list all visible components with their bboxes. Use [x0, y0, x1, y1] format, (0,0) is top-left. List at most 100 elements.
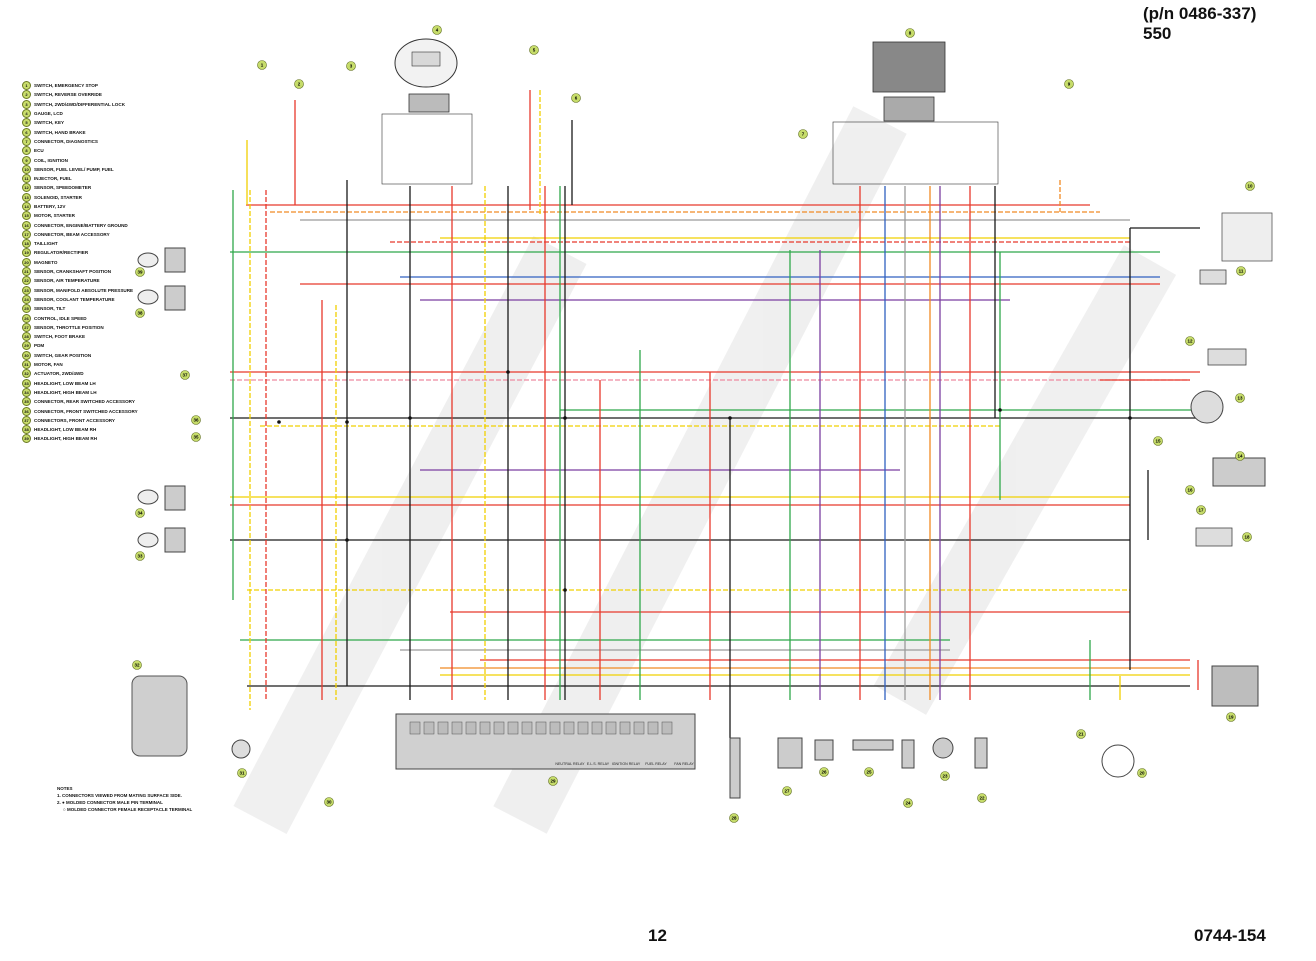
legend-number-badge: 25 [22, 304, 31, 314]
component-marker: 1 [257, 60, 267, 70]
pdm-terminal [647, 721, 659, 735]
legend-label: CONNECTORS, FRONT ACCESSORY [34, 417, 115, 423]
legend-label: TAILLIGHT [34, 241, 58, 247]
component-marker: 22 [977, 793, 987, 803]
svg-text:34: 34 [137, 511, 143, 516]
legend-number-badge: 16 [22, 220, 31, 230]
pdm-terminal [563, 721, 575, 735]
legend-label: HEADLIGHT, LOW BEAM LH [34, 380, 96, 386]
svg-text:17: 17 [1198, 508, 1204, 513]
legend-label: SENSOR, THROTTLE POSITION [34, 324, 104, 330]
svg-text:32: 32 [134, 663, 140, 668]
legend-label: SENSOR, AIR TEMPERATURE [34, 278, 100, 284]
svg-text:11: 11 [1239, 269, 1244, 274]
legend-number-badge: 17 [22, 229, 31, 239]
component-marker: 19 [1226, 712, 1236, 722]
svg-text:23: 23 [942, 774, 948, 779]
legend-label: INJECTOR, FUEL [34, 176, 72, 182]
component-marker: 15 [1153, 436, 1163, 446]
legend-number-badge: 33 [22, 378, 31, 388]
pdm-terminal [535, 721, 547, 735]
model-number: 550 [1143, 24, 1172, 43]
part-number-block: (p/n 0486-337) 550 [1143, 4, 1256, 44]
notes-title: NOTES [57, 786, 73, 791]
legend-number-badge: 27 [22, 322, 31, 332]
svg-text:39: 39 [137, 270, 143, 275]
component-marker: 7 [798, 129, 808, 139]
pdm-terminal [507, 721, 519, 735]
svg-text:38: 38 [137, 311, 143, 316]
component-marker: 11 [1236, 266, 1246, 276]
legend-number-badge: 2 [22, 90, 31, 100]
legend-label: CONNECTOR, REAR SWITCHED ACCESSORY [34, 399, 135, 405]
legend-number-badge: 29 [22, 341, 31, 351]
component-marker: 2 [294, 79, 304, 89]
legend-label: HEADLIGHT, HIGH BEAM RH [34, 436, 98, 442]
bottom-sensors [729, 737, 988, 799]
pdm-relay-label: FUEL RELAY [645, 762, 667, 766]
legend-label: SWITCH, FOOT BRAKE [34, 334, 86, 340]
svg-text:2: 2 [298, 82, 301, 87]
pdm-terminal [493, 721, 505, 735]
svg-text:18: 18 [1244, 535, 1250, 540]
svg-text:16: 16 [1187, 488, 1193, 493]
component-marker: 12 [1185, 336, 1195, 346]
legend-number-badge: 7 [22, 136, 31, 146]
battery-12v [1212, 457, 1266, 487]
component-marker: 6 [571, 93, 581, 103]
component-marker: 37 [180, 370, 190, 380]
component-marker: 28 [729, 813, 739, 823]
splice-dot [728, 416, 732, 420]
svg-text:8: 8 [909, 31, 912, 36]
svg-text:25: 25 [866, 770, 872, 775]
taillight [1195, 527, 1233, 547]
legend-label: CONTROL, IDLE SPEED [34, 315, 87, 321]
legend-number-badge: 8 [22, 146, 31, 156]
component-marker: 32 [132, 660, 142, 670]
component-marker: 30 [324, 797, 334, 807]
legend-number-badge: 32 [22, 369, 31, 379]
legend-number-badge: 14 [22, 202, 31, 211]
legend-label: SWITCH, GEAR POSITION [34, 352, 92, 358]
legend-number-badge: 28 [22, 332, 31, 342]
legend-label: REGULATOR/RECTIFIER [34, 250, 89, 256]
pdm-terminal [479, 721, 491, 735]
svg-text:10: 10 [1247, 184, 1253, 189]
pdm-terminal [605, 721, 617, 735]
component-marker: 4 [432, 25, 442, 35]
legend-number-badge: 37 [22, 415, 31, 425]
legend-label: MOTOR, STARTER [34, 213, 75, 219]
component-marker: 25 [864, 767, 874, 777]
legend-number-badge: 18 [22, 239, 31, 249]
pdm-terminal [465, 721, 477, 735]
actuator-2wd-4wd [131, 675, 188, 757]
pdm-relay-label: FAN RELAY [674, 762, 694, 766]
note-2a: 2. ● MOLDED CONNECTOR MALE PIN TERMINAL [57, 800, 163, 805]
pdm-terminal [423, 721, 435, 735]
pdm-terminal [451, 721, 463, 735]
component-marker: 9 [1064, 79, 1074, 89]
splice-dot [408, 416, 412, 420]
pdm-terminal [577, 721, 589, 735]
svg-text:20: 20 [1139, 771, 1145, 776]
component-marker: 24 [903, 798, 913, 808]
splice-dot [1128, 416, 1132, 420]
svg-text:1: 1 [261, 63, 264, 68]
magneto [1101, 744, 1135, 778]
splice-dot [345, 420, 349, 424]
svg-text:30: 30 [326, 800, 332, 805]
svg-text:33: 33 [137, 554, 143, 559]
